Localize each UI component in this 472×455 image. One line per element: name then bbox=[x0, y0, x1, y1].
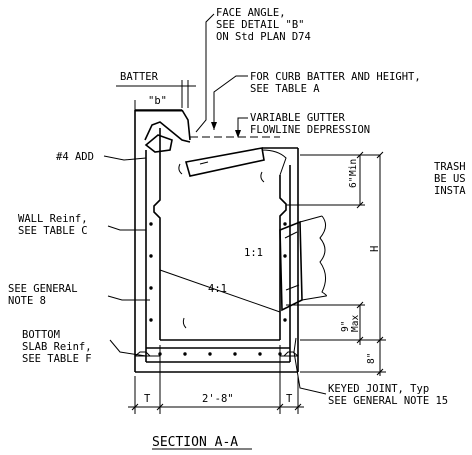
h-label: H bbox=[369, 246, 381, 252]
svg-text:SEE GENERAL: SEE GENERAL bbox=[8, 283, 78, 295]
svg-text:KEYED JOINT, Typ: KEYED JOINT, Typ bbox=[328, 383, 429, 395]
svg-text:INSTA: INSTA bbox=[434, 185, 466, 197]
curb-detail bbox=[144, 109, 287, 183]
svg-text:SEE TABLE F: SEE TABLE F bbox=[22, 353, 92, 365]
t-right-label: T bbox=[286, 393, 293, 405]
slope-1-1-label: 1:1 bbox=[244, 247, 263, 259]
svg-text:BOTTOM: BOTTOM bbox=[22, 329, 60, 341]
svg-text:ON Std PLAN D74: ON Std PLAN D74 bbox=[216, 31, 311, 43]
face-angle-label: FACE ANGLE, SEE DETAIL "B" ON Std PLAN D… bbox=[216, 7, 311, 43]
section-title: SECTION A-A bbox=[152, 435, 252, 450]
b-dimension-label: "b" bbox=[148, 95, 167, 107]
gutter-label: VARIABLE GUTTER FLOWLINE DEPRESSION bbox=[250, 112, 370, 136]
svg-text:SEE DETAIL "B": SEE DETAIL "B" bbox=[216, 19, 305, 31]
t-left-label: T bbox=[144, 393, 151, 405]
box-outline bbox=[134, 109, 299, 373]
svg-text:Min: Min bbox=[348, 159, 359, 176]
add-4-label: #4 ADD bbox=[56, 151, 94, 163]
svg-text:FLOWLINE DEPRESSION: FLOWLINE DEPRESSION bbox=[250, 124, 370, 136]
eight-inch-label: 8" bbox=[366, 353, 377, 364]
svg-text:Max: Max bbox=[350, 315, 361, 332]
wall-reinf-label: WALL Reinf, SEE TABLE C bbox=[18, 213, 88, 237]
svg-text:FACE ANGLE,: FACE ANGLE, bbox=[216, 7, 286, 19]
dimensions bbox=[116, 80, 386, 414]
svg-text:SEE GENERAL NOTE 15: SEE GENERAL NOTE 15 bbox=[328, 395, 448, 407]
six-inch-min-label: 6" Min bbox=[348, 159, 359, 188]
svg-text:NOTE 8: NOTE 8 bbox=[8, 295, 46, 307]
svg-text:WALL Reinf,: WALL Reinf, bbox=[18, 213, 88, 225]
svg-text:6": 6" bbox=[348, 177, 359, 188]
batter-label: BATTER bbox=[120, 71, 159, 83]
trash-label: TRASH BE US INSTA bbox=[434, 161, 466, 197]
curb-batter-label: FOR CURB BATTER AND HEIGHT, SEE TABLE A bbox=[250, 71, 421, 95]
reinforcement bbox=[145, 150, 291, 363]
svg-text:VARIABLE GUTTER: VARIABLE GUTTER bbox=[250, 112, 346, 124]
svg-text:9": 9" bbox=[340, 321, 351, 332]
general-note-8-label: SEE GENERAL NOTE 8 bbox=[8, 283, 78, 307]
width-label: 2'-8" bbox=[202, 393, 234, 405]
svg-text:BE US: BE US bbox=[434, 173, 466, 185]
svg-text:SEE TABLE C: SEE TABLE C bbox=[18, 225, 88, 237]
slope-4-1-label: 4:1 bbox=[208, 283, 227, 295]
svg-text:SECTION A-A: SECTION A-A bbox=[152, 435, 238, 450]
svg-text:SEE TABLE A: SEE TABLE A bbox=[250, 83, 320, 95]
nine-inch-max-label: 9" Max bbox=[340, 315, 361, 332]
floor-slope bbox=[159, 269, 281, 329]
pipe-section bbox=[279, 215, 327, 312]
svg-text:FOR CURB BATTER AND HEIGHT,: FOR CURB BATTER AND HEIGHT, bbox=[250, 71, 421, 83]
bottom-slab-label: BOTTOM SLAB Reinf, SEE TABLE F bbox=[22, 329, 92, 365]
leader-lines bbox=[103, 13, 327, 395]
svg-text:TRASH: TRASH bbox=[434, 161, 466, 173]
keyed-joint-label: KEYED JOINT, Typ SEE GENERAL NOTE 15 bbox=[328, 383, 448, 407]
svg-text:SLAB Reinf,: SLAB Reinf, bbox=[22, 341, 92, 353]
